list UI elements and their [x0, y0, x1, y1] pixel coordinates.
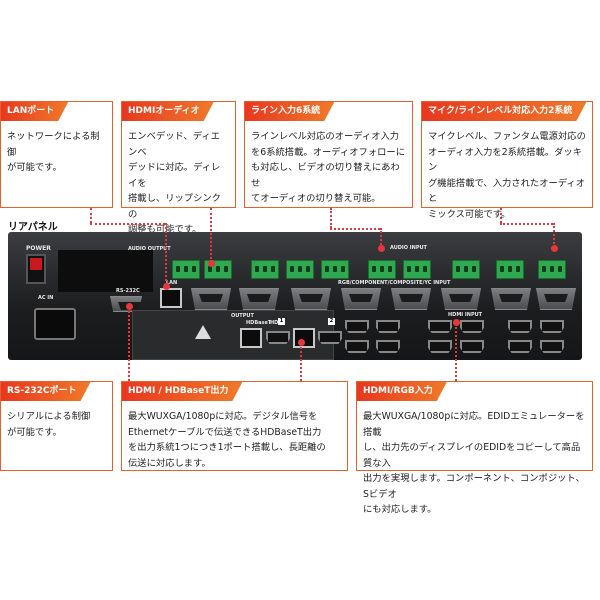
rs232c-label: RS-232C	[116, 288, 140, 294]
callout-title: マイク/ラインレベル対応入力2系統	[422, 102, 586, 121]
warning-icon	[195, 325, 211, 339]
leader-line-mic-input	[500, 208, 502, 223]
leader-line-lan	[90, 223, 165, 225]
leader-line-hdbaset	[300, 342, 302, 381]
leader-dot	[298, 339, 305, 346]
hdmi-input[interactable]	[428, 320, 452, 333]
mic-input-callout: マイク/ラインレベル対応入力2系統 マイクレベル、ファンタム電源対応の オーディ…	[421, 101, 593, 220]
audio-input-label: AUDIO INPUT	[390, 245, 427, 251]
mic-input-terminal[interactable]	[496, 260, 524, 279]
audio-input-terminal[interactable]	[403, 260, 431, 279]
hdbaset-port-2[interactable]	[293, 328, 315, 348]
leader-line-mic-input	[553, 223, 555, 248]
rgb-input-connector[interactable]	[391, 288, 431, 310]
callout-title: HDMI/RGB入力	[357, 382, 447, 401]
leader-line-line-input	[330, 208, 332, 228]
output-number-2: 2	[328, 318, 335, 325]
leader-line-lan	[165, 223, 167, 285]
hdmi-input[interactable]	[508, 340, 532, 353]
leader-dot	[453, 319, 460, 326]
hdmi-output-1[interactable]	[266, 331, 290, 344]
callout-body: ネットワークによる制御 が可能です。	[7, 131, 100, 173]
rgb-input-label: RGB/COMPONENT/COMPOSITE/YC INPUT	[338, 280, 451, 286]
callout-title: ライン入力6系統	[245, 102, 334, 121]
hdmi-audio-callout: HDMIオーディオ エンベデッド、ディエンベ デッドに対応。ディレイを 搭載し、…	[121, 101, 236, 235]
hdbaset-label: HDBaseT	[246, 320, 272, 326]
callout-body: 最大WUXGA/1080pに対応。デジタル信号を Ethernetケーブルで伝送…	[128, 411, 326, 469]
hdmi-input[interactable]	[540, 320, 564, 333]
hdmi-input[interactable]	[428, 340, 452, 353]
ac-inlet[interactable]	[34, 308, 76, 340]
leader-line-lan	[90, 208, 92, 223]
mic-input-terminal[interactable]	[538, 260, 566, 279]
lan-port-callout: LANポート ネットワークによる制御 が可能です。	[0, 101, 113, 208]
leader-line-mic-input	[500, 223, 553, 225]
hdmi-input-label: HDMI INPUT	[448, 312, 483, 318]
rgb-input-connector[interactable]	[291, 288, 331, 310]
leader-line-hdmi-rgb	[455, 322, 457, 381]
rgb-input-connector[interactable]	[441, 288, 481, 310]
leader-line-rs232c	[128, 306, 130, 381]
line-input-callout: ライン入力6系統 ラインレベル対応のオーディオ入力 を6系統搭載。オーディオフォ…	[244, 101, 413, 208]
leader-dot	[126, 303, 133, 310]
audio-input-terminal[interactable]	[251, 260, 279, 279]
callout-title: HDMI / HDBaseT出力	[122, 382, 242, 401]
rgb-input-connector[interactable]	[491, 288, 531, 310]
rear-panel-device: POWER AUDIO OUTPUT AUDIO INPUT RGB/COMPO…	[8, 232, 582, 360]
lan-label: LAN	[166, 280, 178, 286]
hdmi-input[interactable]	[376, 340, 400, 353]
power-label: POWER	[26, 245, 51, 252]
leader-line-line-input	[330, 228, 380, 230]
rgb-input-connector[interactable]	[239, 288, 279, 310]
callout-title: LANポート	[1, 102, 68, 121]
rgb-input-connector[interactable]	[191, 288, 231, 310]
callout-body: エンベデッド、ディエンベ デッドに対応。ディレイを 搭載し、リップシンクの 調整…	[128, 131, 221, 235]
audio-input-terminal[interactable]	[452, 260, 480, 279]
leader-dot	[551, 245, 558, 252]
output-label: OUTPUT	[231, 313, 254, 319]
hdmi-input[interactable]	[460, 320, 484, 333]
leader-line-hdmi-audio	[210, 208, 212, 263]
rgb-input-connector[interactable]	[341, 288, 381, 310]
dark-panel	[58, 250, 153, 292]
audio-input-terminal[interactable]	[321, 260, 349, 279]
rs232c-callout: RS-232Cポート シリアルによる制御 が可能です。	[0, 381, 113, 471]
callout-body: 最大WUXGA/1080pに対応。EDIDエミュレーターを搭載 し、出力先のディ…	[363, 411, 585, 515]
hdbaset-output-callout: HDMI / HDBaseT出力 最大WUXGA/1080pに対応。デジタル信号…	[121, 381, 348, 471]
hdmi-output-2[interactable]	[318, 331, 342, 344]
leader-dot	[378, 245, 385, 252]
hdmi-out-label: HDMI	[270, 320, 285, 326]
hdmi-input[interactable]	[376, 320, 400, 333]
lan-port[interactable]	[160, 288, 182, 308]
hdmi-input[interactable]	[460, 340, 484, 353]
hdmi-input[interactable]	[345, 320, 369, 333]
audio-output-terminal[interactable]	[172, 260, 200, 279]
hdmi-input[interactable]	[345, 340, 369, 353]
ac-in-label: AC IN	[38, 295, 54, 301]
power-switch[interactable]	[26, 254, 46, 284]
audio-input-terminal[interactable]	[368, 260, 396, 279]
rear-panel-label: リアパネル	[8, 222, 58, 233]
leader-dot	[163, 283, 170, 290]
audio-output-label: AUDIO OUTPUT	[128, 246, 171, 252]
callout-body: ラインレベル対応のオーディオ入力 を6系統搭載。オーディオフォローに も対応し、…	[251, 131, 406, 204]
callout-title: HDMIオーディオ	[122, 102, 214, 121]
leader-line-line-input	[380, 228, 382, 248]
output-number-1: 1	[278, 318, 285, 325]
hdmi-input[interactable]	[508, 320, 532, 333]
callout-body: マイクレベル、ファンタム電源対応の オーディオ入力を2系統搭載。ダッキン グ機能…	[428, 131, 586, 220]
rgb-input-connector[interactable]	[536, 288, 576, 310]
hdbaset-port-1[interactable]	[240, 328, 262, 348]
callout-title: RS-232Cポート	[1, 382, 91, 401]
hdmi-input[interactable]	[540, 340, 564, 353]
leader-dot	[208, 260, 215, 267]
audio-input-terminal[interactable]	[286, 260, 314, 279]
callout-body: シリアルによる制御 が可能です。	[7, 411, 91, 438]
hdmi-rgb-input-callout: HDMI/RGB入力 最大WUXGA/1080pに対応。EDIDエミュレーターを…	[356, 381, 593, 515]
